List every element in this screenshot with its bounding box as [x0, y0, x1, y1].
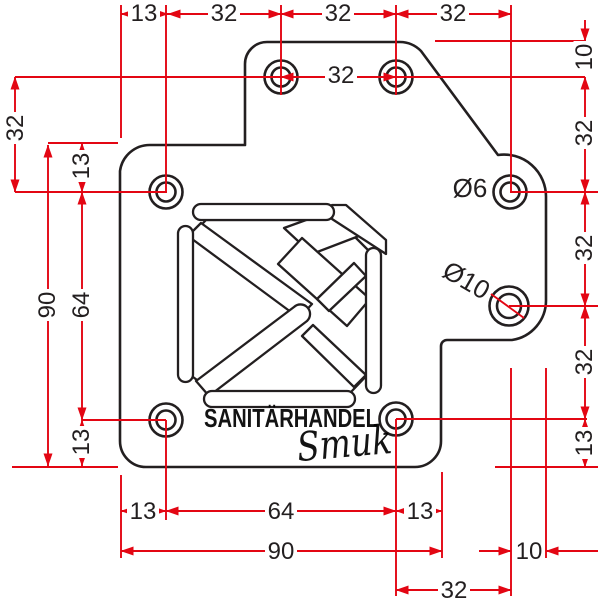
dim-label-13-6: 13: [68, 150, 95, 182]
dim-label-10-19: 10: [513, 538, 545, 565]
socket-rib-se: [300, 323, 368, 389]
label-backplate: [70, 426, 92, 458]
dim-label-32-3: 32: [437, 0, 469, 27]
dim-label-text: 32: [211, 0, 238, 27]
watermark-text: SANITÄRHANDEL: [204, 403, 378, 433]
dim-label-64-16: 64: [265, 498, 297, 525]
label-backplate: [70, 150, 92, 182]
dim-label-text: 32: [328, 62, 355, 89]
label-backplate: [513, 540, 545, 562]
socket-bar-left: [176, 224, 195, 384]
label-backplate: [265, 540, 297, 562]
dim-label-text: 64: [68, 292, 95, 319]
watermark-script: Smuk: [295, 417, 394, 471]
dim-label-32-20: 32: [438, 577, 470, 600]
dim-label-text: 32: [325, 0, 352, 27]
dim-label-text: 13: [571, 430, 598, 457]
dim-label-13-17: 13: [404, 498, 436, 525]
label-backplate: [573, 346, 595, 378]
label-backplate: [322, 2, 354, 24]
label-backplate: [573, 41, 595, 73]
dim-label-90-18: 90: [265, 538, 297, 565]
label-backplate: [265, 500, 297, 522]
dim-label-text: 10: [516, 538, 543, 565]
label-backplate: [325, 64, 357, 86]
dim-label-text: 32: [440, 0, 467, 27]
watermark: SANITÄRHANDEL Smuk: [204, 403, 394, 471]
label-backplate: [4, 112, 26, 144]
socket-graphic: [176, 202, 388, 409]
dim-label-text: 32: [571, 235, 598, 262]
dim-label-text: 64: [268, 498, 295, 525]
label-backplate: [573, 232, 595, 264]
dim-label-text: 10: [571, 44, 598, 71]
label-backplate: [208, 2, 240, 24]
dim-label-text: 32: [441, 577, 468, 600]
dim-label-13-14: 13: [571, 427, 598, 459]
dim-label-64-8: 64: [68, 289, 95, 321]
dim-label-32-12: 32: [571, 232, 598, 264]
dim-label-13-0: 13: [128, 0, 160, 27]
socket-bar-bottom: [202, 389, 357, 409]
dim-label-text: 13: [407, 498, 434, 525]
dim-label-text: 13: [68, 429, 95, 456]
plate-outline: [118, 40, 548, 469]
diameter-label-text: Ø10: [438, 255, 496, 306]
dim-label-text: 90: [34, 292, 61, 319]
dim-label-text: 13: [68, 153, 95, 180]
label-backplate: [437, 2, 469, 24]
diameter-label-ø6-0: Ø6: [453, 173, 488, 203]
label-backplate: [36, 289, 58, 321]
dim-label-text: 32: [571, 349, 598, 376]
dim-label-32-4: 32: [325, 62, 357, 89]
label-backplate: [438, 579, 470, 600]
dim-label-90-7: 90: [34, 289, 61, 321]
label-backplate: [70, 289, 92, 321]
socket-rib-sw: [194, 303, 312, 398]
dim-label-text: 90: [268, 538, 295, 565]
label-backplate: [573, 427, 595, 459]
dim-label-text: 32: [571, 120, 598, 147]
label-backplate: [128, 2, 160, 24]
dim-label-32-11: 32: [571, 117, 598, 149]
dim-label-32-1: 32: [208, 0, 240, 27]
dim-label-text: 13: [131, 0, 158, 27]
dim-label-32-2: 32: [322, 0, 354, 27]
dim-label-13-15: 13: [127, 498, 159, 525]
label-backplate: [573, 117, 595, 149]
dim-label-text: 32: [2, 115, 29, 142]
dim-label-32-5: 32: [2, 112, 29, 144]
label-backplate: [127, 500, 159, 522]
label-backplate: [404, 500, 436, 522]
dim-label-13-9: 13: [68, 426, 95, 458]
diameter-label-ø10-1: Ø10: [438, 255, 496, 306]
d10-leader-line: [490, 293, 525, 319]
dim-label-text: 13: [130, 498, 157, 525]
dim-label-10-10: 10: [571, 41, 598, 73]
socket-bar-top: [191, 202, 336, 222]
dim-label-32-13: 32: [571, 346, 598, 378]
socket-bar-right: [364, 246, 383, 395]
diameter-label-text: Ø6: [453, 173, 488, 203]
